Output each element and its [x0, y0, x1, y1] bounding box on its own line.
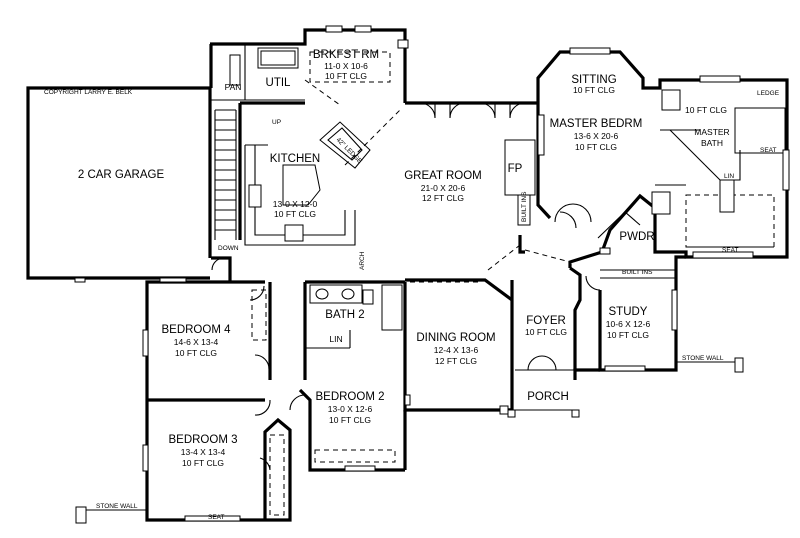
builtins-great-room: BUILT INS — [521, 191, 528, 222]
copyright-text: COPYRIGHT LARRY E. BELK — [44, 89, 133, 96]
master-bath-name1: MASTER — [694, 127, 729, 137]
bedroom2-name: BEDROOM 2 — [315, 391, 384, 403]
brkfst-name: BRKFST RM — [313, 49, 379, 61]
windows — [74, 25, 790, 522]
room-labels: 2 CAR GARAGE PAN UTIL BRKFST RM 11-0 X 1… — [78, 49, 730, 468]
pan-name: PAN — [225, 82, 242, 92]
arch-label: ARCH — [359, 251, 366, 270]
foyer-clg: 10 FT CLG — [525, 327, 567, 337]
stair-down-label: DOWN — [218, 245, 239, 252]
staircase — [214, 109, 237, 240]
porch-name: PORCH — [527, 391, 569, 403]
stair-up-label: UP — [272, 119, 281, 126]
bath2-lin: LIN — [329, 334, 342, 344]
study-clg: 10 FT CLG — [607, 330, 649, 340]
seat-bath-label: SEAT — [760, 147, 777, 154]
seat-bedroom3-label: SEAT — [208, 514, 225, 521]
kitchen-clg: 10 FT CLG — [274, 209, 316, 219]
brkfst-size: 11-0 X 10-6 — [324, 61, 368, 71]
study-name: STUDY — [609, 306, 648, 318]
bedroom4-size: 14-6 X 13-4 — [174, 337, 219, 347]
ledge-label: LEDGE — [757, 90, 780, 97]
dining-name: DINING ROOM — [416, 332, 495, 344]
great-room-clg: 12 FT CLG — [422, 193, 464, 203]
stone-wall-right: STONE WALL — [682, 355, 724, 362]
dining-clg: 12 FT CLG — [435, 356, 477, 366]
bedroom2-size: 13-0 X 12-6 — [328, 404, 373, 414]
great-room-name: GREAT ROOM — [404, 170, 482, 182]
master-name: MASTER BEDRM — [550, 118, 643, 130]
bedroom3-size: 13-4 X 13-4 — [181, 447, 226, 457]
seat-master-label: SEAT — [722, 247, 739, 254]
bedroom4-clg: 10 FT CLG — [175, 348, 217, 358]
exterior-walls — [26, 28, 789, 522]
dining-size: 12-4 X 13-6 — [434, 345, 479, 355]
study-size: 10-6 X 12-6 — [606, 319, 651, 329]
sitting-name: SITTING — [571, 74, 616, 86]
kitchen-name: KITCHEN — [270, 153, 320, 165]
annotations: FP UP DOWN BUILT INS BUILT INS ARCH LEDG… — [96, 90, 780, 521]
master-size: 13-6 X 20-6 — [574, 131, 619, 141]
pwdr-name: PWDR — [619, 231, 654, 243]
sitting-clg: 10 FT CLG — [573, 85, 615, 95]
foyer-name: FOYER — [526, 315, 566, 327]
stone-wall-left: STONE WALL — [96, 503, 138, 510]
lin-master-label: LIN — [724, 173, 734, 180]
brkfst-clg: 10 FT CLG — [325, 71, 367, 81]
kitchen-size: 13-0 X 12-0 — [273, 199, 318, 209]
garage-name: 2 CAR GARAGE — [78, 169, 165, 181]
bedroom4-name: BEDROOM 4 — [161, 324, 231, 336]
bedroom2-clg: 10 FT CLG — [329, 415, 371, 425]
bedroom3-name: BEDROOM 3 — [168, 434, 237, 446]
bath2-name: BATH 2 — [325, 309, 364, 321]
great-room-size: 21-0 X 20-6 — [421, 183, 466, 193]
master-bath-clg: 10 FT CLG — [685, 105, 727, 115]
copyright-label: COPYRIGHT LARRY E. BELK — [44, 89, 133, 96]
bedroom3-clg: 10 FT CLG — [182, 458, 224, 468]
util-name: UTIL — [266, 77, 292, 89]
master-bath-name2: BATH — [701, 138, 723, 148]
interior-lines — [75, 44, 786, 524]
fireplace-label: FP — [508, 163, 523, 175]
builtins-study: BUILT INS — [622, 269, 653, 276]
master-clg: 10 FT CLG — [575, 142, 617, 152]
